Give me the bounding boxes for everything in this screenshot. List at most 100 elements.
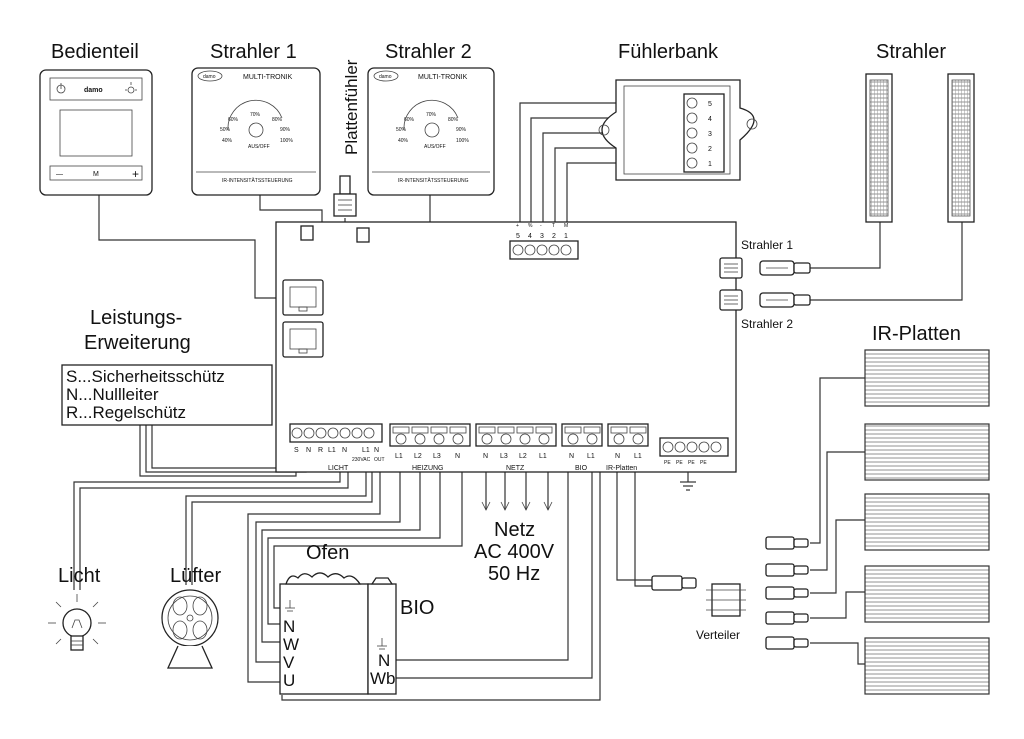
s1-dial-4: 80%: [272, 117, 283, 123]
ofen-term-3: U: [283, 671, 295, 690]
label-leistung2: Erweiterung: [84, 332, 191, 354]
legend-box: S...Sicherheitsschütz N...Nullleiter R..…: [61, 364, 273, 426]
label-plattenfuehler: Plattenfühler: [342, 59, 361, 155]
sensor-num-2: 3: [540, 233, 544, 240]
label-leistung1: Leistungs-: [90, 307, 182, 329]
s2-aus: AUS/OFF: [424, 144, 446, 150]
licht-out: OUT: [374, 457, 385, 463]
label-strahler2: Strahler 2: [385, 41, 472, 63]
netz-group: NETZ: [506, 465, 525, 472]
s2-dial-0: 40%: [398, 138, 409, 144]
netz-term-2: L2: [519, 453, 527, 460]
bio-dev-term-0: N: [378, 651, 390, 670]
strahler1-multitronik: MULTI-TRONIK: [243, 74, 293, 81]
strahler2-brand: damo: [379, 74, 392, 80]
pe-term-3: PE: [700, 460, 707, 466]
heizung-terminal: L1 L2 L3 N HEIZUNG: [389, 423, 471, 472]
label-netz-freq: 50 Hz: [488, 563, 540, 585]
licht-term-5: L1: [362, 447, 370, 454]
label-luefter: Lüfter: [170, 565, 221, 587]
ir-group: IR-Platten: [606, 465, 637, 472]
fb-num-1: 4: [708, 116, 712, 123]
ofen-term-1: W: [283, 635, 299, 654]
label-ir-platten: IR-Platten: [872, 323, 961, 345]
bio-dev-term-1: Wb: [370, 669, 396, 688]
sensor-top-3: T: [552, 223, 555, 229]
sensor-num-4: 1: [564, 233, 568, 240]
sensor-top-0: +: [516, 223, 519, 229]
bedienteil-device: damo — M +: [39, 69, 153, 196]
label-ofen: Ofen: [306, 542, 349, 564]
rj-jack-2: [282, 321, 324, 358]
ir-terminal: N L1 IR-Platten: [606, 423, 649, 472]
s1-dial-6: 100%: [280, 138, 293, 144]
label-bedienteil: Bedienteil: [51, 41, 139, 63]
m-key: M: [93, 171, 99, 178]
s2-dial-1: 50%: [396, 127, 407, 133]
sensor-top-2: -: [540, 223, 542, 229]
bio-device: N Wb: [367, 577, 397, 695]
bio-ground-icon: [377, 638, 387, 650]
bio-term-1: L1: [587, 453, 595, 460]
s1-dial-1: 50%: [220, 127, 231, 133]
light-bulb-icon: [48, 594, 106, 651]
ir-platten-panels: [864, 349, 990, 695]
heizung-term-0: L1: [395, 453, 403, 460]
label-fuehlerbank: Fühlerbank: [618, 41, 719, 63]
licht-term-3: L1: [328, 447, 336, 454]
fuehlerbank-device: 5 4 3 2 1: [598, 79, 758, 181]
bio-term-0: N: [569, 453, 574, 460]
s2-dial-4: 80%: [448, 117, 459, 123]
fb-num-2: 3: [708, 131, 712, 138]
licht-group: LICHT: [328, 465, 349, 472]
licht-term-0: S: [294, 447, 299, 454]
label-licht: Licht: [58, 565, 101, 587]
plattenfuehler-sensor: [333, 175, 357, 217]
heizung-term-1: L2: [414, 453, 422, 460]
netz-terminal: N L3 L2 L1 NETZ: [475, 423, 557, 472]
ofen-device: N W V U: [279, 572, 369, 695]
bio-group: BIO: [575, 465, 588, 472]
pe-term-0: PE: [664, 460, 671, 466]
label-strahler1: Strahler 1: [210, 41, 297, 63]
ir-plugs: [765, 536, 809, 650]
s2-ir: IR-INTENSITÄTSSTEUERUNG: [398, 177, 469, 184]
bio-terminal: N L1 BIO: [561, 423, 603, 472]
heizung-group: HEIZUNG: [412, 465, 444, 472]
sensor-top-4: M: [564, 223, 568, 229]
heizung-term-2: L3: [433, 453, 441, 460]
s1-dial-5: 90%: [280, 127, 291, 133]
netz-term-3: L1: [539, 453, 547, 460]
licht-term-1: N: [306, 447, 311, 454]
ir-term-0: N: [615, 453, 620, 460]
licht-term-6: N: [374, 447, 379, 454]
control-board: + % - T M 5 4 3 2 1: [275, 221, 811, 491]
strahler1-connector: [300, 225, 314, 241]
licht-sub: 230VAC: [352, 457, 371, 463]
power-icon: [56, 83, 66, 94]
label-netz: Netz: [494, 519, 535, 541]
fb-num-0: 5: [708, 101, 712, 108]
legend-s: S...Sicherheitsschütz: [66, 367, 225, 386]
licht-terminal: S N R L1 N L1 N 230VAC OUT LICHT: [289, 423, 385, 472]
strahler-emitters: [865, 73, 975, 223]
s2-dial-2: 60%: [404, 117, 415, 123]
label-verteiler: Verteiler: [696, 628, 740, 642]
rj-jack-1: [282, 279, 324, 316]
legend-r: R...Regelschütz: [66, 403, 186, 422]
ofen-term-2: V: [283, 653, 295, 672]
strahler1-brand: damo: [203, 74, 216, 80]
strahler1-device: damo MULTI-TRONIK 40% 50% 60% 70% 80% 90…: [191, 67, 321, 196]
verteiler-device: [651, 575, 746, 617]
fb-num-4: 1: [708, 161, 712, 168]
bedienteil-brand: damo: [84, 87, 103, 94]
ofen-term-0: N: [283, 617, 295, 636]
legend-n: N...Nullleiter: [66, 385, 159, 404]
sensor-top-1: %: [528, 223, 533, 229]
strahler-sockets: [719, 257, 811, 311]
pe-term-1: PE: [676, 460, 683, 466]
pe-term-2: PE: [688, 460, 695, 466]
s2-dial-5: 90%: [456, 127, 467, 133]
ofen-ground-icon: [285, 600, 295, 612]
